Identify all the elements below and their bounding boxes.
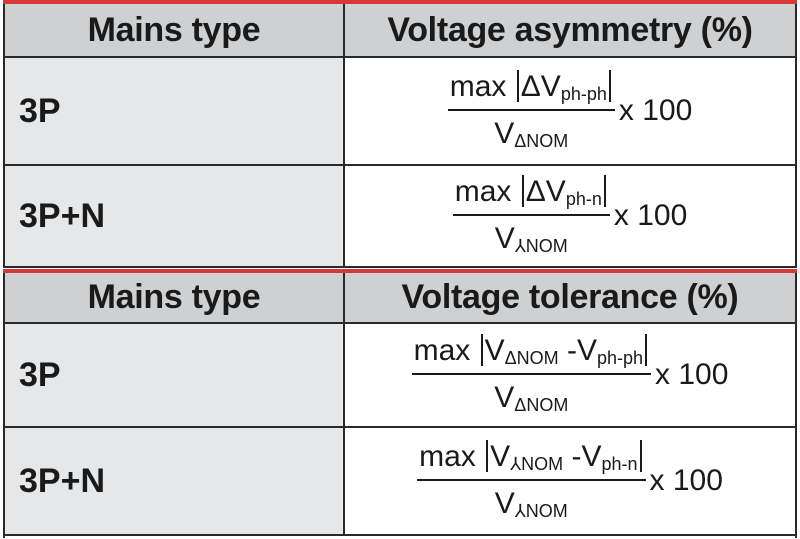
numerator: max ΔVph-ph	[447, 70, 615, 111]
max-text: max	[449, 70, 515, 103]
delta-v-symbol: ΔV	[525, 175, 566, 208]
table-row: 3P+N max V⅄NOM -Vph-n V⅄NOM x 100	[5, 428, 795, 536]
subscript: ΔNOM	[514, 395, 569, 415]
abs-bar-left	[521, 175, 524, 207]
multiplier: x 100	[655, 358, 729, 391]
mains-type-cell: 3P+N	[5, 428, 345, 534]
subscript: ph-n	[565, 189, 602, 209]
minus-v-symbol: -V	[563, 440, 602, 473]
header-label: Voltage asymmetry (%)	[387, 10, 753, 49]
mains-type-label: 3P+N	[19, 461, 105, 500]
v-symbol: V	[494, 381, 515, 414]
table-row: 3P max VΔNOM -Vph-ph VΔNOM x 100	[5, 324, 795, 428]
fraction: max VΔNOM -Vph-ph VΔNOM	[411, 334, 652, 416]
abs-bar-left	[480, 334, 483, 366]
formula-cell: max ΔVph-ph VΔNOM x 100	[345, 58, 795, 164]
v-symbol: V	[490, 440, 511, 473]
header-cell-mains-type: Mains type	[5, 273, 345, 322]
abs-bar-right	[645, 334, 648, 366]
max-text: max	[413, 334, 479, 367]
subscript: ΔNOM	[514, 131, 569, 151]
abs-bar-left	[486, 440, 489, 472]
mains-type-cell: 3P+N	[5, 166, 345, 266]
denominator: V⅄NOM	[495, 216, 568, 257]
table-header: Mains type Voltage tolerance (%)	[5, 273, 795, 324]
subscript: ⅄NOM	[510, 454, 564, 474]
subscript: ⅄NOM	[514, 236, 568, 256]
table-row: 3P+N max ΔVph-n V⅄NOM x 100	[5, 166, 795, 268]
tolerance-formula-3pn: max V⅄NOM -Vph-n V⅄NOM x 100	[417, 440, 723, 522]
minus-v-symbol: -V	[558, 334, 597, 367]
v-symbol: V	[494, 487, 515, 520]
tolerance-formula-3p: max VΔNOM -Vph-ph VΔNOM x 100	[411, 334, 729, 416]
subscript: ph-ph	[596, 348, 644, 368]
numerator: max ΔVph-n	[452, 175, 610, 216]
mains-type-label: 3P	[19, 355, 61, 394]
header-cell-voltage-tolerance: Voltage tolerance (%)	[345, 273, 795, 322]
header-cell-voltage-asymmetry: Voltage asymmetry (%)	[345, 4, 795, 56]
asymmetry-formula-3p: max ΔVph-ph VΔNOM x 100	[447, 70, 693, 152]
max-text: max	[419, 440, 485, 473]
numerator: max VΔNOM -Vph-ph	[411, 334, 652, 375]
fraction: max ΔVph-n V⅄NOM	[452, 175, 610, 257]
abs-bar-right	[603, 175, 606, 207]
header-label: Mains type	[87, 10, 261, 49]
denominator: VΔNOM	[494, 111, 568, 152]
table-row: 3P max ΔVph-ph VΔNOM x 100	[5, 58, 795, 166]
v-symbol: V	[494, 117, 515, 150]
header-label: Voltage tolerance (%)	[401, 278, 739, 316]
abs-bar-right	[639, 440, 642, 472]
subscript: ph-n	[601, 454, 638, 474]
fraction: max V⅄NOM -Vph-n V⅄NOM	[417, 440, 646, 522]
header-label: Mains type	[87, 278, 261, 316]
delta-v-symbol: ΔV	[520, 70, 561, 103]
top-accent-bar	[3, 0, 797, 4]
section-accent-bar	[3, 269, 797, 273]
subscript: ΔNOM	[504, 348, 559, 368]
table-header: Mains type Voltage asymmetry (%)	[5, 4, 795, 58]
mains-type-cell: 3P	[5, 58, 345, 164]
formula-cell: max ΔVph-n V⅄NOM x 100	[345, 166, 795, 266]
multiplier: x 100	[613, 199, 688, 232]
mains-type-cell: 3P	[5, 324, 345, 426]
fraction: max ΔVph-ph VΔNOM	[447, 70, 615, 152]
header-cell-mains-type: Mains type	[5, 4, 345, 56]
formula-cell: max V⅄NOM -Vph-n V⅄NOM x 100	[345, 428, 795, 534]
abs-bar-left	[516, 70, 519, 102]
v-symbol: V	[484, 334, 505, 367]
v-symbol: V	[494, 222, 515, 255]
max-text: max	[454, 175, 520, 208]
denominator: VΔNOM	[494, 375, 568, 416]
voltage-tolerance-table: Mains type Voltage tolerance (%) 3P max …	[3, 273, 797, 538]
denominator: V⅄NOM	[495, 481, 568, 522]
mains-type-label: 3P	[19, 91, 61, 130]
multiplier: x 100	[649, 464, 723, 497]
numerator: max V⅄NOM -Vph-n	[417, 440, 646, 481]
multiplier: x 100	[618, 94, 693, 127]
voltage-asymmetry-table: Mains type Voltage asymmetry (%) 3P max …	[3, 4, 797, 268]
subscript: ph-ph	[560, 84, 607, 104]
asymmetry-formula-3pn: max ΔVph-n V⅄NOM x 100	[452, 175, 688, 257]
mains-type-label: 3P+N	[19, 196, 105, 235]
abs-bar-right	[608, 70, 611, 102]
formula-cell: max VΔNOM -Vph-ph VΔNOM x 100	[345, 324, 795, 426]
subscript: ⅄NOM	[514, 501, 568, 521]
